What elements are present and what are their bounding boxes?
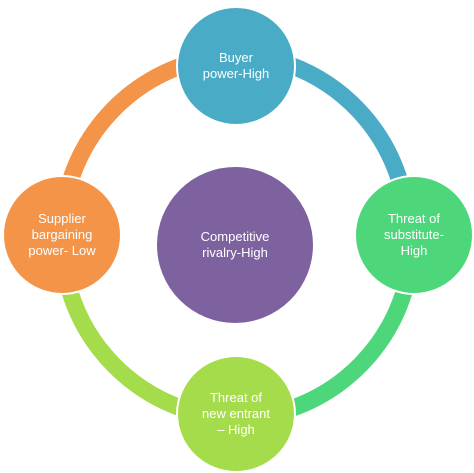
node-threat-of-new-entrant: Threat of new entrant – High <box>176 355 296 473</box>
center-node-competitive-rivalry: Competitive rivalry-High <box>155 165 315 325</box>
arc-substitute-to-new-entrant <box>281 283 413 418</box>
node-supplier-bargaining-power: Supplier bargaining power- Low <box>2 175 122 295</box>
node-threat-of-substitute-label: Threat of substitute- High <box>384 211 444 258</box>
node-threat-of-substitute: Threat of substitute- High <box>354 175 474 295</box>
center-node-label: Competitive rivalry-High <box>200 229 270 260</box>
node-buyer-power: Buyer power-High <box>176 6 296 126</box>
node-buyer-power-label: Buyer power-High <box>202 50 270 81</box>
node-threat-of-new-entrant-label: Threat of new entrant – High <box>202 390 270 437</box>
arc-new-entrant-to-supplier <box>61 283 193 418</box>
arc-buyer-to-substitute <box>281 56 409 191</box>
node-supplier-bargaining-power-label: Supplier bargaining power- Low <box>28 211 96 258</box>
arc-supplier-to-buyer <box>61 56 193 191</box>
